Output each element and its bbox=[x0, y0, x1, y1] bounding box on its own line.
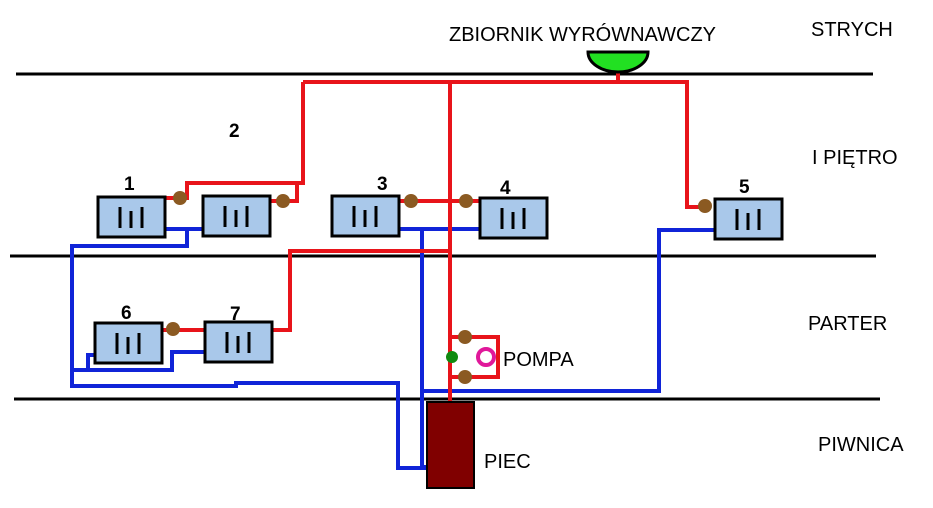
expansion-tank-icon bbox=[586, 50, 650, 74]
supply-pipe-7 bbox=[272, 249, 450, 332]
check-valve-icon bbox=[446, 351, 458, 363]
valve-icon bbox=[173, 191, 187, 205]
furnace-label: PIEC bbox=[484, 451, 531, 473]
valve-icon bbox=[404, 194, 418, 208]
radiator-4 bbox=[478, 196, 549, 240]
radiator-number-3: 3 bbox=[377, 174, 388, 195]
valve-icon bbox=[459, 194, 473, 208]
radiator-5 bbox=[713, 197, 784, 241]
radiator-number-1: 1 bbox=[124, 174, 135, 195]
radiator-1 bbox=[96, 195, 167, 239]
valve-icon bbox=[458, 330, 472, 344]
floor-label-ground-floor: PARTER bbox=[808, 313, 887, 335]
radiator-7 bbox=[203, 320, 274, 364]
return-pipe-6 bbox=[72, 353, 95, 372]
radiator-6 bbox=[93, 321, 164, 365]
radiator-number-7: 7 bbox=[230, 304, 241, 325]
return-pipe-7 bbox=[88, 350, 205, 372]
expansion-tank-label: ZBIORNIK WYRÓWNAWCZY bbox=[449, 23, 716, 46]
return-pipe-5 bbox=[422, 228, 715, 393]
radiator-body bbox=[330, 194, 401, 238]
return-pipe-main-left bbox=[70, 229, 427, 470]
radiator-number-4: 4 bbox=[500, 178, 511, 199]
return-pipe-center bbox=[420, 229, 427, 469]
floor-label-attic: STRYCH bbox=[811, 19, 893, 41]
valve-icon bbox=[458, 370, 472, 384]
floor-label-first-floor: I PIĘTRO bbox=[812, 147, 898, 169]
return-pipes bbox=[70, 227, 715, 470]
valve-icon bbox=[698, 199, 712, 213]
radiator-2 bbox=[201, 194, 272, 238]
radiator-number-5: 5 bbox=[739, 177, 750, 198]
floor-label-basement: PIWNICA bbox=[818, 434, 904, 456]
radiator-3 bbox=[330, 194, 401, 238]
radiators bbox=[93, 194, 784, 365]
radiator-number-6: 6 bbox=[121, 303, 132, 324]
floor-dividers bbox=[10, 72, 880, 401]
furnace-icon bbox=[426, 401, 475, 489]
pump-bypass bbox=[450, 335, 500, 379]
radiator-body bbox=[478, 196, 549, 240]
radiator-number-2: 2 bbox=[229, 121, 240, 142]
supply-pipe-top-right bbox=[303, 80, 705, 209]
radiator-body bbox=[713, 197, 784, 241]
pump-icon bbox=[476, 347, 496, 367]
valve-icon bbox=[166, 322, 180, 336]
valves bbox=[166, 191, 712, 384]
pump-label: POMPA bbox=[503, 349, 574, 371]
valve-icon bbox=[276, 194, 290, 208]
